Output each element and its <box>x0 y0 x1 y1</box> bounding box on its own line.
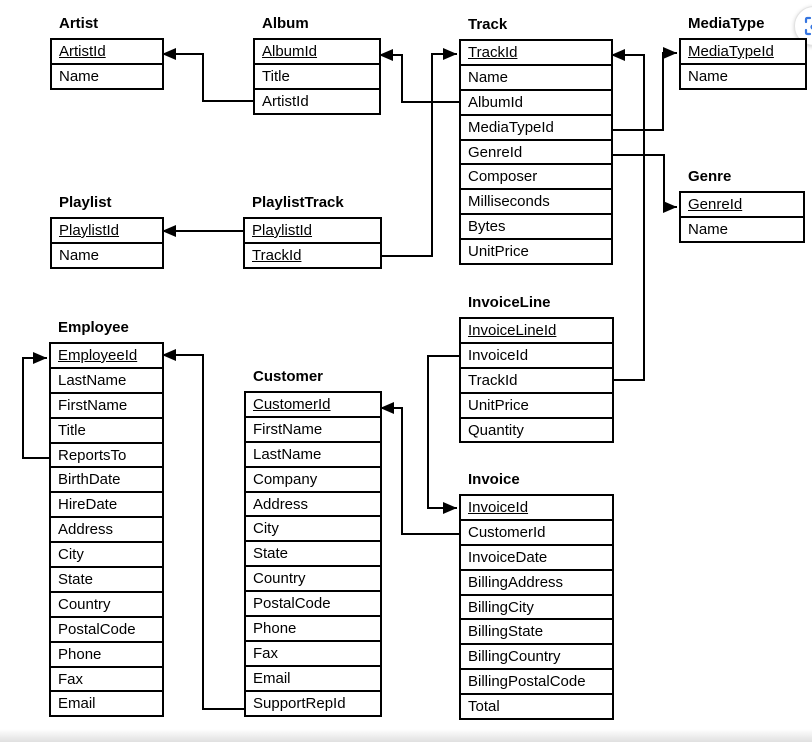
table-title-album: Album <box>262 15 309 32</box>
field-invoice-total: Total <box>461 693 612 718</box>
table-title-artist: Artist <box>59 15 99 32</box>
field-track-composer: Composer <box>461 163 611 188</box>
table-title-mediatype: MediaType <box>688 15 765 32</box>
field-track-unitprice: UnitPrice <box>461 238 611 263</box>
field-album-albumid: AlbumId <box>262 42 318 60</box>
field-customer-email: Email <box>246 664 380 690</box>
field-track-albumid: AlbumId <box>461 88 611 114</box>
table-title-employee: Employee <box>58 319 129 336</box>
field-invoiceline-invoicelineid: InvoiceLineId <box>468 321 557 339</box>
field-track-bytes: Bytes <box>461 213 611 238</box>
relationship-track-albumid-to-album-albumid <box>379 49 459 103</box>
field-employee-state: State <box>51 566 162 591</box>
field-employee-phone: Phone <box>51 640 162 666</box>
field-invoice-billingpostalcode: BillingPostalCode <box>461 668 612 693</box>
field-invoiceline-trackid: TrackId <box>461 366 612 392</box>
field-employee-email: Email <box>51 690 162 715</box>
field-customer-city: City <box>246 515 380 540</box>
field-track-trackid: TrackId <box>468 43 518 61</box>
table-title-playlisttrack: PlaylistTrack <box>252 194 344 211</box>
field-track-name: Name <box>461 63 611 89</box>
field-employee-fax: Fax <box>51 665 162 691</box>
field-employee-address: Address <box>51 516 162 541</box>
field-employee-hiredate: HireDate <box>51 491 162 516</box>
field-playlisttrack-trackid: TrackId <box>245 241 380 267</box>
field-artist-name: Name <box>52 62 162 88</box>
screen-capture-icon <box>804 16 812 36</box>
field-album-title: Title <box>255 62 379 88</box>
field-track-milliseconds: Milliseconds <box>461 188 611 213</box>
relationship-customer-supportrepid-to-employee-employeeid <box>162 349 244 710</box>
field-playlist-name: Name <box>52 241 162 267</box>
field-employee-city: City <box>51 541 162 566</box>
field-customer-company: Company <box>246 465 380 491</box>
field-genre-name: Name <box>681 215 803 241</box>
field-employee-reportsto: ReportsTo <box>51 441 162 467</box>
field-track-mediatypeid: MediaTypeId <box>461 113 611 139</box>
relationship-invoice-customerid-to-customer-customerid <box>380 402 459 535</box>
relationship-track-mediatypeid-to-mediatype-mediatypeid <box>610 47 677 131</box>
field-artist-artistid: ArtistId <box>59 42 106 60</box>
field-track-genreid: GenreId <box>461 138 611 164</box>
field-customer-firstname: FirstName <box>246 415 380 441</box>
relationship-invoiceline-invoiceid-to-invoice-invoiceid <box>427 355 459 514</box>
table-title-customer: Customer <box>253 368 324 385</box>
field-employee-lastname: LastName <box>51 366 162 392</box>
page-bottom-edge <box>0 729 812 742</box>
field-customer-fax: Fax <box>246 639 380 665</box>
field-employee-employeeid: EmployeeId <box>58 346 138 364</box>
field-invoice-billingstate: BillingState <box>461 618 612 643</box>
relationship-invoiceline-trackid-to-track-trackid <box>610 49 645 381</box>
field-invoiceline-quantity: Quantity <box>461 416 612 442</box>
field-invoice-billingaddress: BillingAddress <box>461 568 612 594</box>
field-customer-state: State <box>246 540 380 565</box>
table-title-playlist: Playlist <box>59 194 112 211</box>
field-mediatype-mediatypeid: MediaTypeId <box>688 42 774 60</box>
field-mediatype-name: Name <box>681 62 805 88</box>
field-genre-genreid: GenreId <box>688 195 743 213</box>
table-title-invoice: Invoice <box>468 471 520 488</box>
field-playlisttrack-playlistid: PlaylistId <box>252 221 313 239</box>
table-title-genre: Genre <box>688 168 732 185</box>
relationship-album-artistid-to-artist-artistid <box>162 48 253 102</box>
field-invoice-invoiceid: InvoiceId <box>468 498 529 516</box>
field-invoice-billingcountry: BillingCountry <box>461 643 612 668</box>
field-employee-firstname: FirstName <box>51 391 162 417</box>
relationship-employee-reportsto-to-employee-employeeid <box>22 352 49 459</box>
table-title-invoiceline: InvoiceLine <box>468 294 551 311</box>
field-invoice-invoicedate: InvoiceDate <box>461 543 612 569</box>
field-customer-country: Country <box>246 565 380 590</box>
field-employee-postalcode: PostalCode <box>51 615 162 641</box>
field-customer-customerid: CustomerId <box>253 395 331 413</box>
field-employee-title: Title <box>51 416 162 442</box>
field-employee-birthdate: BirthDate <box>51 466 162 491</box>
field-invoiceline-invoiceid: InvoiceId <box>461 341 612 367</box>
field-invoiceline-unitprice: UnitPrice <box>461 391 612 417</box>
field-invoice-customerid: CustomerId <box>461 518 612 544</box>
field-album-artistid: ArtistId <box>255 87 379 113</box>
field-customer-postalcode: PostalCode <box>246 590 380 615</box>
field-customer-lastname: LastName <box>246 440 380 466</box>
field-playlist-playlistid: PlaylistId <box>59 221 120 239</box>
relationship-playlisttrack-trackid-to-track-trackid <box>378 48 457 257</box>
field-customer-supportrepid: SupportRepId <box>246 689 380 715</box>
relationship-track-genreid-to-genre-genreid <box>610 154 677 213</box>
field-customer-phone: Phone <box>246 615 380 640</box>
table-title-track: Track <box>468 16 508 33</box>
field-customer-address: Address <box>246 490 380 516</box>
field-employee-country: Country <box>51 590 162 616</box>
field-invoice-billingcity: BillingCity <box>461 593 612 619</box>
